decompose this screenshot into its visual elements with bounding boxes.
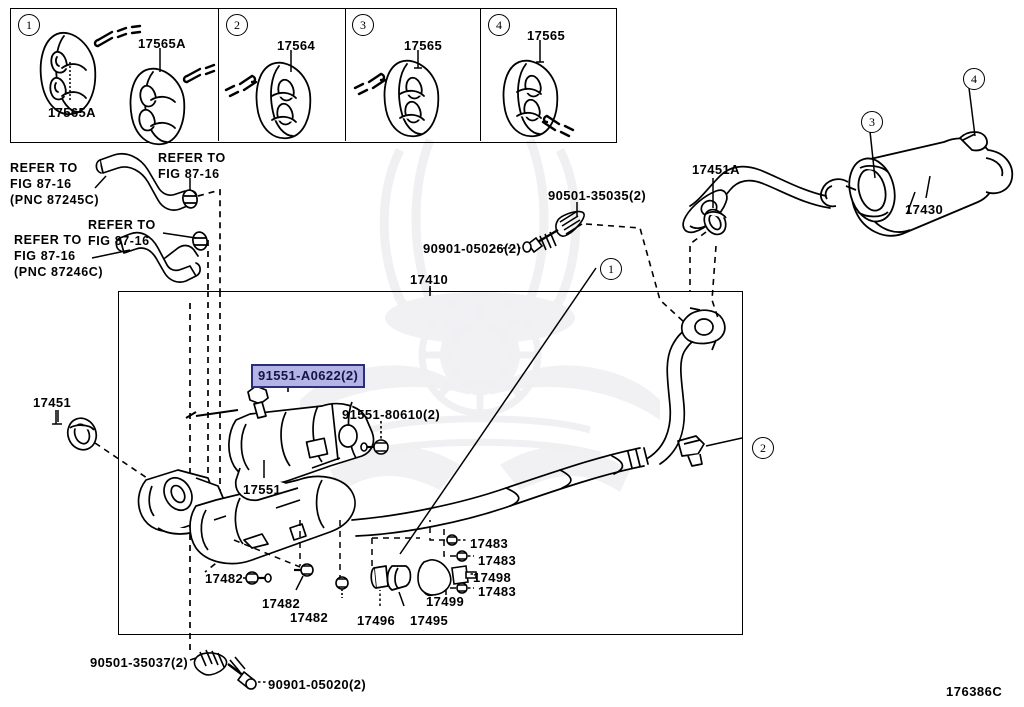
legend-panel-divider-2 [345,8,346,141]
legend-callout-3: 3 [352,14,374,36]
legend-label-17565A-left: 17565A [48,105,96,120]
legend-label-17564: 17564 [277,38,316,53]
reference-note-line: (PNC 87246C) [14,265,104,279]
reference-note-line: REFER TO [14,233,82,247]
reference-note-line: FIG 87-16 [10,177,72,191]
part-label-90901-05020: 90901-05020(2) [268,677,367,692]
diagram-callout-4[interactable]: 4 [963,68,985,90]
part-label-17499: 17499 [426,594,465,609]
legend-panel-frame [10,8,617,143]
reference-note-8716-top: REFER TO FIG 87-16 [158,150,226,182]
part-label-17551: 17551 [243,482,282,497]
legend-label-17565A-right: 17565A [138,36,186,51]
part-label-17451: 17451 [33,395,72,410]
reference-note-line: REFER TO [10,161,78,175]
part-label-17410: 17410 [410,272,449,287]
reference-note-line: REFER TO [158,151,226,165]
part-label-17498: 17498 [473,570,512,585]
legend-callout-4: 4 [488,14,510,36]
diagram-callout-2[interactable]: 2 [752,437,774,459]
legend-label-17565-panel4: 17565 [527,28,566,43]
part-label-17495: 17495 [410,613,449,628]
diagram-callout-1[interactable]: 1 [600,258,622,280]
reference-note-line: FIG 87-16 [88,234,150,248]
legend-label-17565-panel3: 17565 [404,38,443,53]
reference-note-line: REFER TO [88,218,156,232]
drawing-number: 176386C [946,684,1003,699]
part-label-17482-b: 17482 [262,596,301,611]
legend-panel-divider-1 [218,8,219,141]
reference-note-line: (PNC 87245C) [10,193,100,207]
part-label-17451A: 17451A [692,162,740,177]
highlighted-part-label[interactable]: 91551-A0622(2) [251,364,366,388]
legend-callout-1: 1 [18,14,40,36]
part-label-17496: 17496 [357,613,396,628]
legend-callout-2: 2 [226,14,248,36]
part-label-17483-c: 17483 [478,584,517,599]
reference-note-87246c: REFER TO FIG 87-16 (PNC 87246C) [14,232,103,280]
diagram-callout-3[interactable]: 3 [861,111,883,133]
reference-note-line: FIG 87-16 [14,249,76,263]
part-label-90501-35037: 90501-35037(2) [90,655,189,670]
legend-panel-divider-3 [480,8,481,141]
part-label-17482-a: 17482 [205,571,244,586]
reference-note-line: FIG 87-16 [158,167,220,181]
part-label-17483-b: 17483 [478,553,517,568]
part-label-17483-a: 17483 [470,536,509,551]
reference-note-87245c: REFER TO FIG 87-16 (PNC 87245C) [10,160,99,208]
part-label-17482-c: 17482 [290,610,329,625]
part-label-90501-35035: 90501-35035(2) [548,188,647,203]
part-label-90901-05026: 90901-05026(2) [423,241,522,256]
reference-note-8716-mid: REFER TO FIG 87-16 [88,217,156,249]
part-label-91551-80610: 91551-80610(2) [342,407,441,422]
part-label-17430: 17430 [905,202,944,217]
